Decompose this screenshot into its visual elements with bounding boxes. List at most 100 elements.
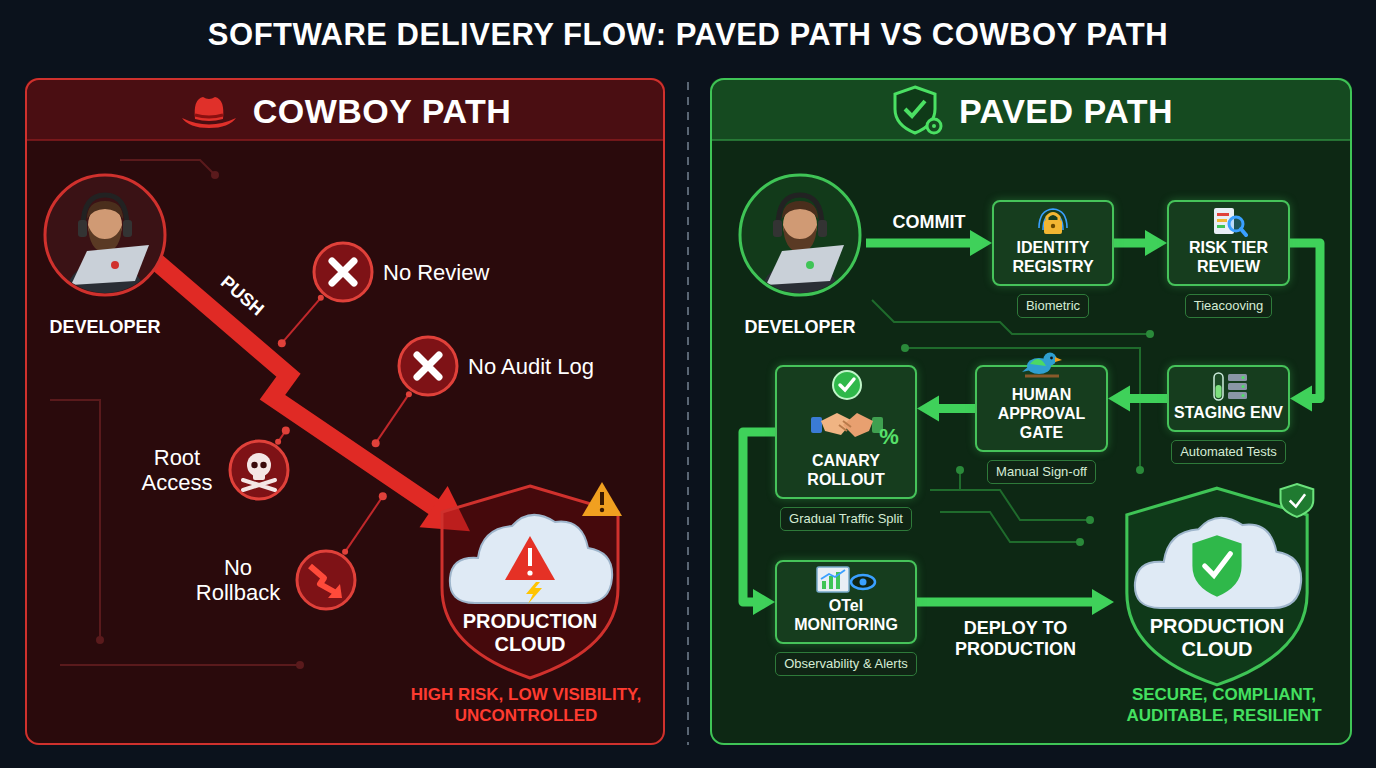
process-box: HUMAN APPROVAL GATE Manual Sign-off <box>975 365 1108 484</box>
leader-dot <box>278 339 286 347</box>
process-box: IDENTITY REGISTRY Biometric <box>992 200 1114 318</box>
connector <box>1114 230 1167 256</box>
connector-line <box>1290 243 1320 399</box>
connector <box>743 432 775 615</box>
box-heading: RISK TIER REVIEW <box>1173 238 1284 276</box>
connector <box>1290 243 1320 412</box>
cloud-text-wrap: PRODUCTION CLOUD <box>1129 615 1305 661</box>
box-heading: IDENTITY REGISTRY <box>998 238 1108 276</box>
edge-label: DEPLOY TO PRODUCTION <box>926 618 1106 660</box>
box-subtitle: Automated Tests <box>1171 440 1286 464</box>
box-heading: CANARY ROLLOUT <box>781 451 911 489</box>
process-box: STAGING ENV Automated Tests <box>1167 365 1290 464</box>
leader-line <box>376 394 409 443</box>
node-label: PRODUCTION CLOUD <box>442 610 618 656</box>
risk-symbol <box>227 438 291 502</box>
box-icon <box>1210 206 1248 238</box>
arrowhead <box>1290 386 1312 412</box>
box-icon <box>1208 371 1250 403</box>
box-subtitle: Gradual Traffic Split <box>780 507 912 531</box>
label-wrap: SECURE, COMPLIANT, AUDITABLE, RESILIENT <box>1098 684 1350 726</box>
developer-avatar: DEVELOPER <box>35 173 175 338</box>
arrowhead <box>917 396 939 422</box>
box-icon <box>1035 206 1071 238</box>
process-box: RISK TIER REVIEW Tieacooving <box>1167 200 1290 318</box>
process-box: OTel MONITORING Observability & Alerts <box>775 560 917 676</box>
node-label: PRODUCTION CLOUD <box>1129 615 1305 661</box>
arrowhead <box>1092 589 1114 615</box>
callout-label: No Rollback <box>190 555 286 605</box>
box-body: STAGING ENV <box>1167 365 1290 432</box>
box-subtitle: Manual Sign-off <box>987 460 1096 484</box>
connector-line <box>917 598 1098 607</box>
cloud-text-wrap: PRODUCTION CLOUD <box>442 610 618 656</box>
box-heading: HUMAN APPROVAL GATE <box>981 385 1102 442</box>
risk-symbol <box>396 334 460 398</box>
developer-illustration <box>738 173 862 297</box>
box-subtitle: Biometric <box>1017 294 1089 318</box>
status-note: % <box>876 424 902 450</box>
label-wrap: HIGH RISK, LOW VISIBILITY, UNCONTROLLED <box>390 684 662 726</box>
leader-line <box>282 298 321 343</box>
panel-header: COWBOY PATH <box>27 80 663 142</box>
box-subtitle: Observability & Alerts <box>775 652 917 676</box>
box-icon <box>1021 345 1063 379</box>
arrowhead <box>970 230 992 256</box>
title-wrap: SOFTWARE DELIVERY FLOW: PAVED PATH VS CO… <box>0 17 1376 53</box>
risk-callout: No Review <box>311 240 489 304</box>
callout-label: Root Access <box>135 445 219 495</box>
panel-heading: PAVED PATH <box>959 92 1173 131</box>
risk-callout: No Rollback <box>190 548 358 612</box>
connector <box>917 589 1114 615</box>
arrowhead <box>1108 386 1130 412</box>
cloud-target: PRODUCTION CLOUD <box>1108 480 1326 690</box>
connector <box>917 396 975 422</box>
leader-dot <box>406 391 412 397</box>
box-body: OTel MONITORING <box>775 560 917 644</box>
developer-illustration <box>43 173 167 297</box>
arrowhead <box>753 589 775 615</box>
connector <box>866 230 992 256</box>
edge-label: COMMIT <box>893 212 966 233</box>
leader-dot <box>282 426 290 434</box>
risk-symbol <box>294 548 358 612</box>
panel-region: COWBOY PATH DEVELOPER No Review No Audit Lo… <box>25 78 665 745</box>
developer-avatar: DEVELOPER <box>730 173 870 338</box>
box-body: IDENTITY REGISTRY <box>992 200 1114 286</box>
panel-header: PAVED PATH <box>712 80 1350 142</box>
status-note: HIGH RISK, LOW VISIBILITY, UNCONTROLLED <box>390 684 662 726</box>
leader-dot <box>275 439 281 445</box>
risk-symbol <box>311 240 375 304</box>
connector <box>1108 386 1167 412</box>
box-subtitle: Tieacooving <box>1185 294 1273 318</box>
connector-line <box>866 239 976 248</box>
diagram-title: SOFTWARE DELIVERY FLOW: PAVED PATH VS CO… <box>0 17 1376 53</box>
cloud-target: PRODUCTION CLOUD <box>430 478 630 683</box>
leader-dot <box>372 439 380 447</box>
connector-line <box>934 404 976 413</box>
node-label: DEVELOPER <box>49 317 160 338</box>
box-body: HUMAN APPROVAL GATE <box>975 365 1108 452</box>
label-wrap: % <box>876 424 902 450</box>
edge-label-wrap: COMMIT <box>893 212 966 233</box>
callout-label: No Review <box>383 260 489 285</box>
header-icon <box>889 83 945 139</box>
connector-line <box>1125 394 1168 403</box>
leader-dot <box>318 295 324 301</box>
box-heading: STAGING ENV <box>1173 403 1284 422</box>
leader-dot <box>342 549 348 555</box>
leader-dot <box>379 492 387 500</box>
risk-callout: Root Access <box>135 438 291 502</box>
connector-line <box>743 432 775 602</box>
leader-line <box>345 496 383 552</box>
risk-callout: No Audit Log <box>396 334 594 398</box>
box-body: RISK TIER REVIEW <box>1167 200 1290 286</box>
callout-label: No Audit Log <box>468 354 594 379</box>
node-label: DEVELOPER <box>744 317 855 338</box>
panel-heading: COWBOY PATH <box>253 92 512 131</box>
header-icon <box>179 91 239 131</box>
arrowhead <box>1145 230 1167 256</box>
edge-label-wrap: DEPLOY TO PRODUCTION <box>926 618 1106 660</box>
box-icon <box>815 565 877 595</box>
